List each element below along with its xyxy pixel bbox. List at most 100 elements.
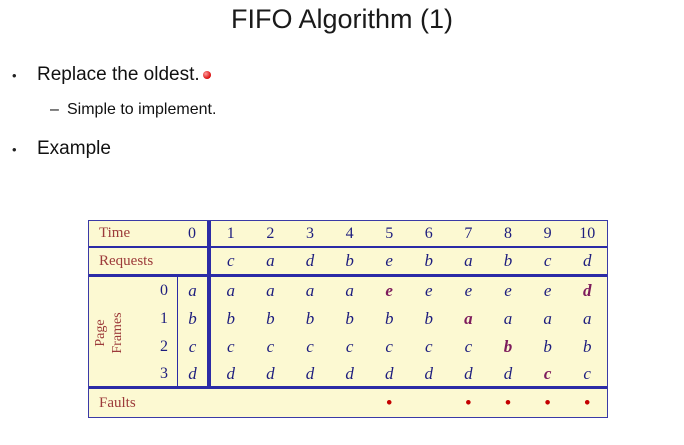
frame-cell: d (329, 361, 370, 389)
frame-number: 1 (160, 310, 168, 327)
dash-bullet-icon: – (50, 101, 59, 118)
request-cell: b (488, 248, 528, 277)
fault-dot: • (584, 393, 591, 412)
requests-label: Requests (89, 248, 177, 277)
frame-cell: c (306, 337, 314, 356)
frame-cell: b (503, 337, 513, 356)
page-frames-label-line: Page (93, 319, 108, 347)
frame-number: 2 (160, 338, 168, 355)
frame-cell: b (384, 309, 394, 328)
frame-initial-cell: d (177, 361, 211, 389)
frame-cell: e (464, 281, 473, 300)
frame-cell: c (266, 337, 275, 356)
fault-dot: • (505, 393, 511, 412)
frame-initial-cell: a (177, 277, 211, 305)
fault-dot: • (465, 393, 472, 412)
frame-cell: d (250, 361, 291, 389)
bullet-text: Example (37, 138, 111, 159)
frame-cell: a (305, 281, 315, 300)
fault-cell (177, 389, 211, 417)
request-cell: a (250, 248, 291, 277)
frame-initial-cell: b (177, 305, 211, 333)
frame-cell: e (543, 281, 552, 300)
request-cell: b (408, 248, 449, 277)
frame-cell: b (543, 337, 552, 356)
faults-label: Faults (99, 394, 136, 411)
frame-cell: c (345, 337, 354, 356)
laser-pointer-dot-icon (202, 71, 211, 79)
frame-cell: a (503, 309, 513, 328)
frame-number: 3 (89, 361, 177, 389)
frame-number: 0 (160, 282, 168, 299)
frame-cell: c (567, 361, 607, 389)
frame-cell: c (385, 337, 393, 356)
frame-cell: b (582, 337, 592, 356)
time-cell: 4 (329, 221, 370, 248)
page-frames-label: Page Frames (91, 277, 127, 389)
time-cell: 2 (250, 221, 291, 248)
fault-cell (211, 389, 251, 417)
fault-dot: • (386, 393, 393, 412)
time-label: Time (89, 221, 177, 248)
frame-cell: b (266, 309, 275, 328)
sub-bullet-text: Simple to implement. (67, 101, 217, 118)
fault-cell (330, 389, 370, 417)
frame-cell: d (408, 361, 449, 389)
sub-bullet-simple-to-implement: – Simple to implement. (50, 101, 216, 119)
frame-cell: c (464, 337, 473, 356)
frame-cell: a (543, 309, 552, 328)
fault-cell (290, 389, 330, 417)
frame-cell: c (227, 337, 235, 356)
time-cell: 3 (290, 221, 330, 248)
bullet-replace-oldest: • Replace the oldest. (12, 64, 211, 86)
frame-initial-cell: c (177, 333, 211, 361)
frame-cell: b (345, 309, 354, 328)
frame-cell: c (527, 361, 568, 389)
frame-cell: e (385, 281, 393, 300)
request-cell: d (290, 248, 330, 277)
request-cell: a (448, 248, 489, 277)
fault-cell (251, 389, 291, 417)
frame-cell: d (448, 361, 489, 389)
frame-cell: a (266, 281, 275, 300)
bullet-icon: • (12, 141, 17, 157)
frame-cell: e (504, 281, 512, 300)
page-frames-label-line: Frames (110, 312, 125, 354)
time-cell: 7 (448, 221, 489, 248)
frame-cell: a (582, 309, 592, 328)
time-cell: 6 (408, 221, 449, 248)
request-cell: c (527, 248, 568, 277)
frame-cell: e (425, 281, 433, 300)
time-cell: 1 (211, 221, 251, 248)
bullet-icon: • (12, 67, 17, 83)
frame-cell: d (369, 361, 409, 389)
frame-cell: c (425, 337, 433, 356)
frame-cell: d (488, 361, 528, 389)
bullet-text: Replace the oldest. (37, 64, 200, 85)
time-cell: 0 (177, 221, 211, 248)
frame-cell: a (345, 281, 354, 300)
frame-cell: d (211, 361, 251, 389)
frame-cell: d (582, 281, 592, 300)
frame-cell: b (226, 309, 236, 328)
bullet-example: • Example (12, 138, 111, 160)
time-cell: 8 (488, 221, 528, 248)
request-cell: b (329, 248, 370, 277)
request-cell: c (211, 248, 251, 277)
frame-cell: b (424, 309, 434, 328)
time-cell: 9 (527, 221, 568, 248)
time-cell: 10 (567, 221, 607, 248)
request-cell: e (369, 248, 409, 277)
frame-cell: d (290, 361, 330, 389)
request-cell: d (567, 248, 607, 277)
request-cell (177, 248, 211, 277)
fault-cell (409, 389, 449, 417)
frame-cell: a (464, 309, 473, 328)
slide-title: FIFO Algorithm (1) (230, 4, 454, 34)
frame-cell: b (305, 309, 315, 328)
fault-dot: • (544, 393, 551, 412)
time-cell: 5 (369, 221, 409, 248)
frame-cell: a (226, 281, 236, 300)
